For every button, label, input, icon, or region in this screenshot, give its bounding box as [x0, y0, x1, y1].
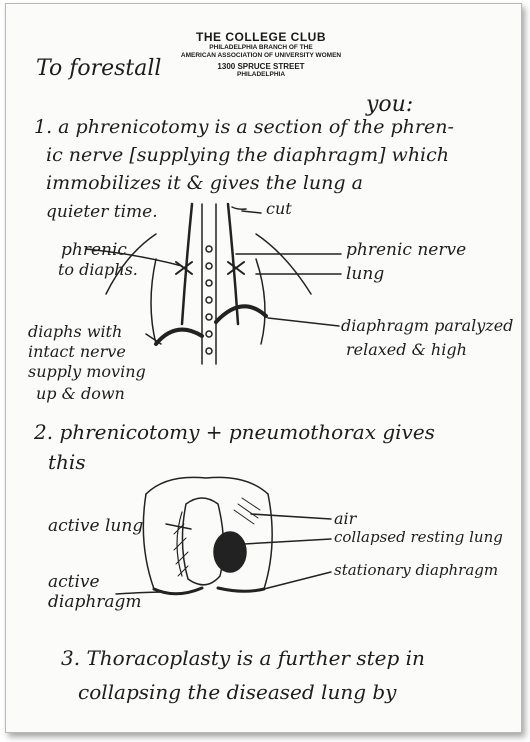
- item3-line2: collapsing the diseased lung by: [78, 680, 396, 704]
- item2-line1: 2. phrenicotomy + pneumothorax gives: [34, 420, 435, 444]
- label-relaxed-high: relaxed & high: [346, 340, 467, 359]
- item3-line1: 3. Thoracoplasty is a further step in: [61, 646, 425, 670]
- label-diaph-intact-3: supply moving: [28, 362, 146, 381]
- label-phrenic-nerve: phrenic nerve: [346, 240, 466, 260]
- label-phrenic-left: phrenic: [61, 240, 127, 260]
- label-collapsed-resting-lung: collapsed resting lung: [334, 528, 503, 546]
- item2-line2: this: [48, 450, 86, 474]
- label-lung: lung: [346, 264, 384, 284]
- label-diaph-intact-1: diaphs with: [28, 322, 122, 341]
- label-air: air: [334, 509, 356, 528]
- label-cut: cut: [266, 199, 292, 218]
- label-diaphragm: diaphragm: [48, 592, 142, 612]
- label-active-lung: active lung: [48, 516, 143, 536]
- letter-page: THE COLLEGE CLUB PHILADELPHIA BRANCH OF …: [5, 3, 522, 733]
- label-stationary-diaphragm: stationary diaphragm: [334, 561, 498, 579]
- label-diaph-intact-4: up & down: [36, 384, 125, 403]
- label-active: active: [48, 572, 100, 592]
- label-diaph-intact-2: intact nerve: [28, 342, 126, 361]
- label-diaph-paralyzed: diaphragm paralyzed: [341, 316, 513, 335]
- label-to-diaphs: to diaphs.: [58, 260, 138, 279]
